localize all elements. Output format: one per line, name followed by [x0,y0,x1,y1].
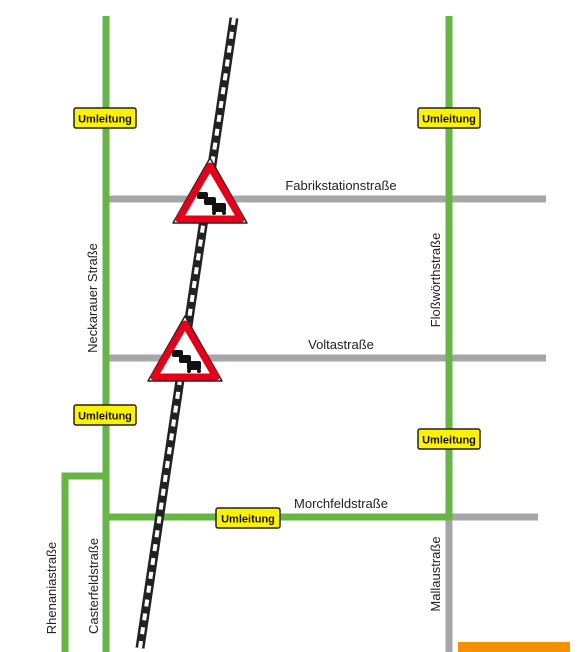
detour-sign-text: Umleitung [422,114,476,126]
detour-sign-4: Umleitung [417,428,481,450]
street-labels: Fabrikstationstraße Voltastraße Morchfel… [44,178,443,634]
corner-badge [458,642,570,652]
detour-sign-text: Umleitung [78,411,132,423]
detour-sign-5: Umleitung [215,507,281,529]
traffic-jam-warning-sign-icon [147,315,223,382]
label-fabrikstationstrasse: Fabrikstationstraße [285,178,396,193]
label-voltastrasse: Voltastraße [308,337,374,352]
detour-sign-text: Umleitung [78,114,132,126]
traffic-jam-warning-sign-icon [172,157,248,224]
rhenaniastrasse-route [61,472,106,652]
label-morchfeldstrasse: Morchfeldstraße [294,496,388,511]
label-flossworthstrasse: Floßwörthstraße [428,233,443,328]
detour-sign-3: Umleitung [73,404,137,426]
detour-sign-2: Umleitung [417,107,481,129]
label-mallaustrasse: Mallaustraße [428,536,443,611]
label-neckarauer-strasse: Neckarauer Straße [85,243,100,353]
label-rhenaniastrasse: Rhenaniastraße [44,542,59,635]
detour-sign-1: Umleitung [73,107,137,129]
detour-sign-text: Umleitung [422,435,476,447]
detour-sign-text: Umleitung [221,514,275,526]
label-casterfeldstrasse: Casterfeldstraße [86,538,101,634]
detour-signs: Umleitung Umleitung Umleitung Umleitung … [73,107,481,529]
